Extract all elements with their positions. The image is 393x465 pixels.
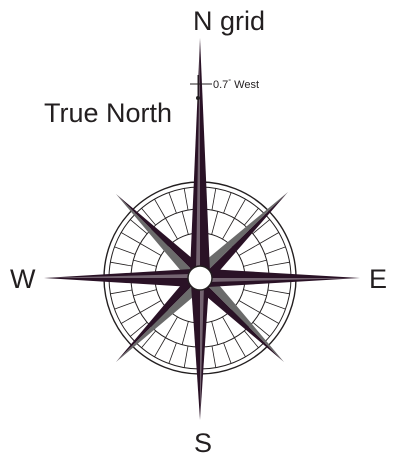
west-label: W — [10, 264, 36, 294]
graticule-line — [110, 262, 132, 266]
north-label: N grid — [193, 6, 265, 36]
graticule-line — [268, 262, 290, 266]
graticule-line — [212, 346, 216, 368]
graticule-line — [265, 302, 286, 310]
graticule-line — [169, 343, 177, 364]
graticule-line — [121, 313, 140, 324]
graticule-line — [184, 188, 188, 210]
graticule-line — [110, 290, 132, 294]
graticule-line — [224, 192, 232, 213]
graticule-line — [239, 301, 260, 313]
declination-value: 0.7 — [213, 79, 228, 91]
graticule-line — [166, 317, 178, 338]
graticule-line — [133, 290, 156, 296]
graticule-line — [265, 247, 286, 255]
graticule-line — [114, 302, 135, 310]
true-north-dot — [197, 97, 200, 100]
graticule-line — [212, 188, 216, 210]
graticule-line — [243, 260, 266, 266]
graticule-line — [166, 218, 178, 239]
graticule-line — [223, 317, 235, 338]
graticule-line — [140, 301, 161, 313]
graticule-line — [243, 290, 266, 296]
graticule-line — [223, 218, 235, 239]
graticule-line — [114, 247, 135, 255]
graticule-line — [212, 211, 218, 234]
graticule-line — [184, 346, 188, 368]
graticule-line — [260, 313, 279, 324]
declination-label: 0.7° West — [213, 78, 259, 91]
south-label: S — [194, 428, 212, 458]
graticule-line — [239, 244, 260, 256]
center-hub — [188, 266, 212, 290]
east-label: E — [369, 264, 387, 294]
graticule-line — [155, 199, 166, 218]
graticule-line — [182, 321, 188, 344]
cardinal-points — [44, 38, 360, 420]
true-north-label: True North — [44, 98, 172, 128]
graticule-line — [182, 211, 188, 234]
graticule-line — [155, 338, 166, 357]
graticule-line — [260, 233, 279, 244]
declination-direction: West — [234, 79, 259, 91]
graticule-line — [140, 244, 161, 256]
graticule-line — [268, 290, 290, 294]
graticule-line — [212, 321, 218, 344]
graticule-line — [235, 199, 246, 218]
graticule-line — [121, 233, 140, 244]
graticule-line — [133, 260, 156, 266]
graticule-line — [224, 343, 232, 364]
graticule-line — [169, 192, 177, 213]
graticule-line — [235, 338, 246, 357]
